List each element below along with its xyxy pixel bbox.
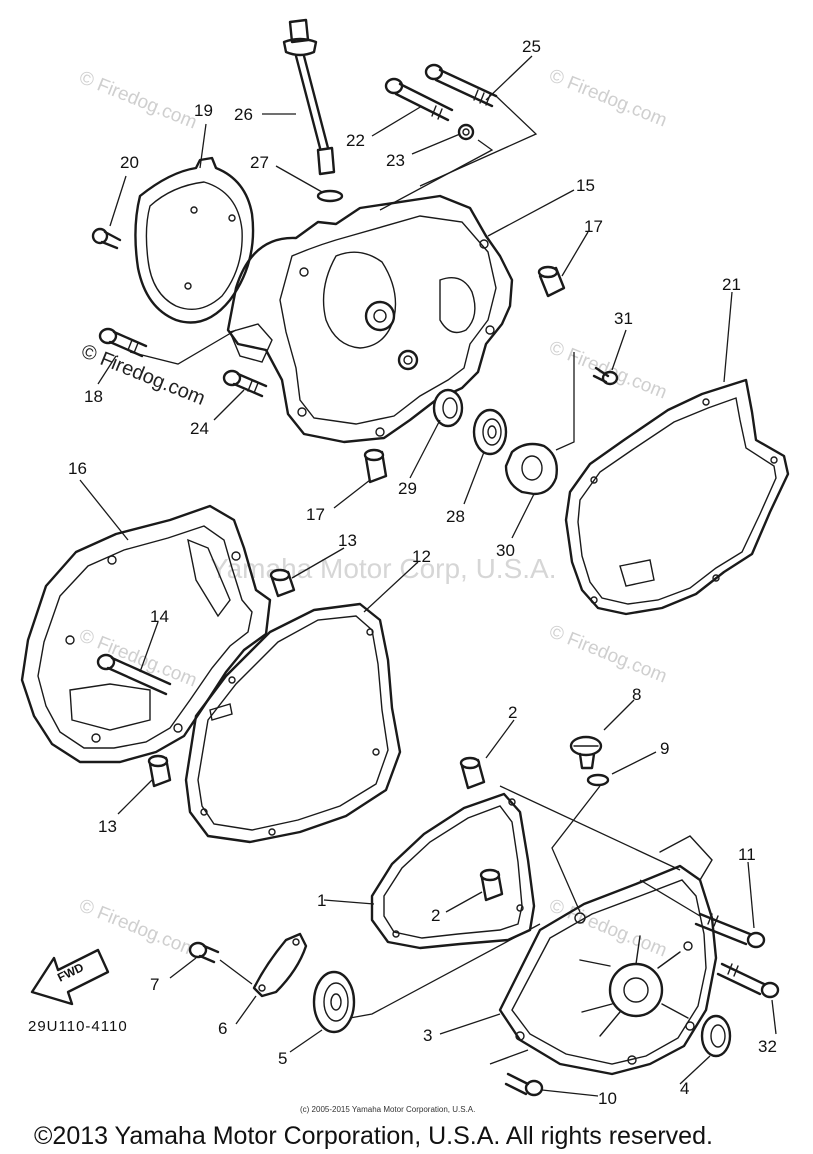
plate-30 — [504, 442, 558, 496]
reference-line — [499, 785, 681, 871]
footer-copyright: ©2013 Yamaha Motor Corporation, U.S.A. A… — [34, 1122, 713, 1150]
watermark-text: © Firedog.com — [546, 895, 670, 961]
part-number-label: 24 — [190, 419, 209, 438]
gasket-12 — [184, 602, 402, 844]
washer-9 — [586, 773, 610, 787]
small-copyright: (c) 2005-2015 Yamaha Motor Corporation, … — [300, 1105, 475, 1114]
part-number-label: 32 — [758, 1037, 777, 1056]
part-number-label: 16 — [68, 459, 87, 478]
dowel-17-lower — [363, 448, 388, 484]
bolt-24 — [222, 369, 268, 398]
watermark-text: © Firedog.com — [546, 65, 670, 131]
bolt-18 — [98, 327, 148, 358]
reference-line — [129, 329, 237, 365]
reference-line — [379, 139, 494, 211]
part-number-label: 4 — [680, 1079, 689, 1098]
crankcase-16 — [20, 504, 272, 764]
part-number-label: 9 — [660, 739, 669, 758]
reference-line — [555, 352, 575, 451]
part-number-label: 13 — [98, 817, 117, 836]
bolt-11 — [694, 912, 766, 949]
watermark-layer: © Firedog.com © Firedog.com © Firedog.co… — [76, 65, 670, 961]
part-number-label: 13 — [338, 531, 357, 550]
part-number-label: 22 — [346, 131, 365, 150]
part-number-label: 31 — [614, 309, 633, 328]
part-number-label: 29 — [398, 479, 417, 498]
part-number-label: 2 — [508, 703, 517, 722]
reference-line — [219, 959, 253, 985]
bolts-25-22 — [384, 63, 498, 141]
plug-8 — [569, 735, 603, 770]
part-number-label: 23 — [386, 151, 405, 170]
part-number-label: 1 — [317, 891, 326, 910]
reference-line — [349, 923, 541, 1019]
part-number-label: 30 — [496, 541, 515, 560]
fwd-arrow-icon: FWD — [30, 948, 110, 1006]
part-number-label: 18 — [84, 387, 103, 406]
part-number-label: 6 — [218, 1019, 227, 1038]
watermark-center-text: Yamaha Motor Corp, U.S.A. — [210, 553, 557, 584]
dowel-17-upper — [537, 265, 566, 298]
part-number-label: 20 — [120, 153, 139, 172]
oil-seal-4 — [700, 1014, 732, 1058]
watermark-text: © Firedog.com — [76, 67, 200, 133]
crankcase-cover-15 — [226, 194, 514, 444]
part-number-label: 26 — [234, 105, 253, 124]
part-number-label: 17 — [306, 505, 325, 524]
part-number-label: 11 — [738, 845, 756, 864]
callout-leaders — [79, 55, 777, 1097]
part-number-label: 12 — [412, 547, 431, 566]
diagram-code: 29U110-4110 — [28, 1018, 128, 1035]
oil-seal-29 — [432, 388, 464, 428]
screw-20 — [91, 227, 122, 250]
dipstick — [282, 18, 336, 176]
bearing-5 — [312, 970, 356, 1034]
bearing-28 — [472, 408, 508, 456]
reference-line — [639, 879, 701, 917]
watermark-text: © Firedog.com — [546, 337, 670, 403]
reference-line — [489, 1049, 529, 1065]
part-number-label: 17 — [584, 217, 603, 236]
part-number-labels: 1 2 2 3 4 5 6 7 8 9 10 11 12 13 13 14 15… — [68, 37, 777, 1108]
part-number-label: 7 — [150, 975, 159, 994]
dowel-13-upper — [269, 568, 296, 598]
bolt-10 — [504, 1072, 544, 1097]
gasket-21 — [564, 378, 790, 616]
bolt-32 — [716, 962, 780, 999]
dowel-2-lower — [479, 868, 504, 902]
dowel-13-lower — [147, 754, 172, 788]
part-number-label: 5 — [278, 1049, 287, 1068]
part-number-label: 21 — [722, 275, 741, 294]
part-number-label: 2 — [431, 906, 440, 925]
plate-6 — [252, 932, 308, 998]
screw-31 — [592, 366, 619, 386]
dowel-2-upper — [459, 756, 486, 790]
part-number-label: 14 — [150, 607, 169, 626]
part-number-label: 19 — [194, 101, 213, 120]
gasket-1 — [370, 792, 536, 950]
watermark-text: © Firedog.com — [546, 621, 670, 687]
cover-3 — [498, 835, 718, 1076]
o-ring — [316, 189, 344, 203]
part-number-label: 27 — [250, 153, 269, 172]
part-number-label: 3 — [423, 1026, 432, 1045]
part-number-label: 25 — [522, 37, 541, 56]
screw-7 — [188, 941, 220, 964]
part-number-label: 15 — [576, 176, 595, 195]
reference-line — [419, 95, 538, 187]
part-number-label: 10 — [598, 1089, 617, 1108]
reference-line — [551, 785, 601, 913]
part-number-label: 28 — [446, 507, 465, 526]
cover-plate-19 — [134, 156, 255, 324]
part-number-label: 8 — [632, 685, 641, 704]
